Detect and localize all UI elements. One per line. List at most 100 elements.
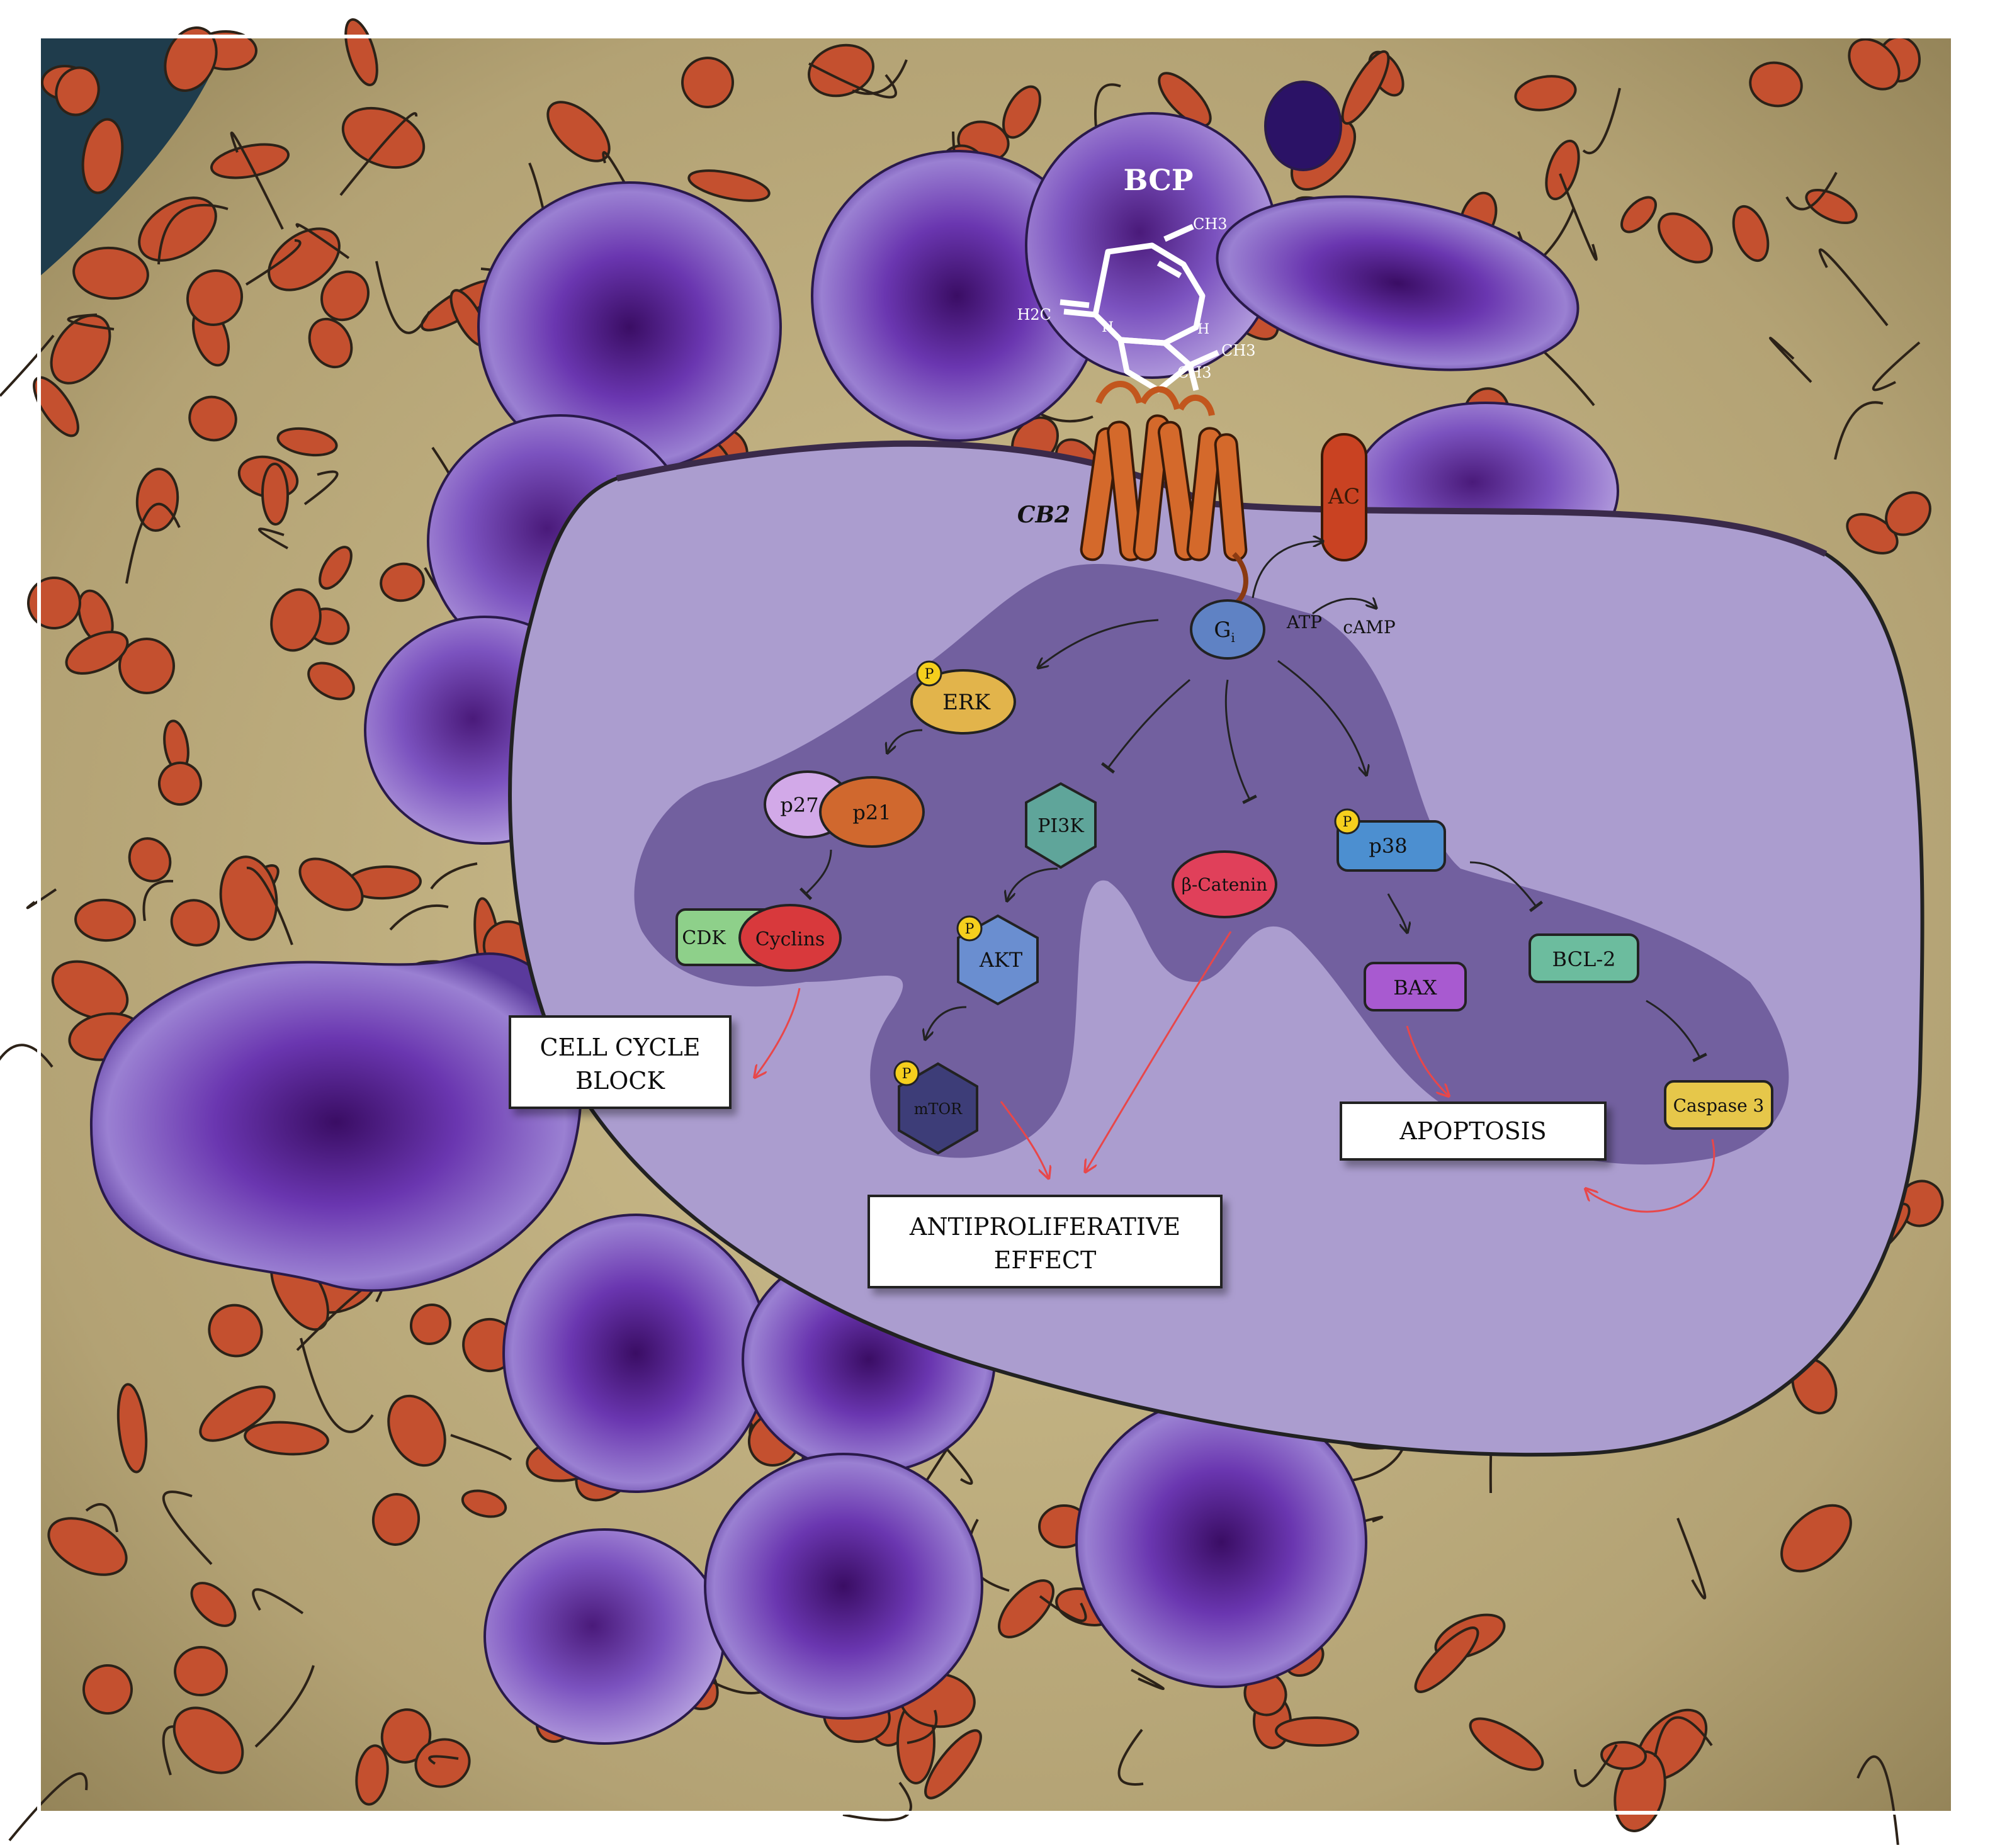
red-blood-cell [81,118,124,194]
phospho-mtor: P [893,1060,920,1086]
svg-text:BLOCK: BLOCK [575,1067,665,1095]
red-blood-cell [319,546,353,590]
stroma-fiber [125,502,181,584]
svg-text:β-Catenin: β-Catenin [1182,874,1268,895]
stroma-fiber [389,904,449,931]
red-blood-cell [380,562,425,602]
red-blood-cell [55,66,100,116]
red-blood-cell [1469,1717,1544,1771]
bcp-molecule [1060,223,1219,393]
stroma-fiber [852,59,908,95]
ch3-top-label: CH3 [1193,215,1228,233]
node-bcl2: BCL-2 [1529,933,1639,983]
phospho-p38: P [1334,808,1360,835]
red-blood-cell [387,1394,446,1467]
red-blood-cell [1158,72,1212,127]
ac-enzyme [1321,433,1367,561]
stroma-fiber [230,132,284,230]
stroma-fiber [252,1588,304,1614]
red-blood-cell [1545,139,1580,201]
red-blood-cell [1846,513,1899,555]
svg-text:APOPTOSIS: APOPTOSIS [1399,1117,1546,1145]
red-blood-cell [414,1738,471,1788]
red-blood-cell [158,762,202,806]
red-blood-cell [27,576,81,630]
stroma-fiber [1117,1728,1144,1786]
red-blood-cell [1749,61,1803,108]
node-caspase3: Caspase 3 [1664,1080,1773,1130]
svg-text:P: P [925,667,934,682]
phospho-tags: P P P P [893,660,1360,1086]
node-cyclins: Cyclins [738,904,842,972]
red-blood-cell [307,662,355,701]
node-beta-catenin: β-Catenin [1172,850,1277,918]
svg-text:ANTIPROLIFERATIVE: ANTIPROLIFERATIVE [909,1213,1180,1241]
red-blood-cell [174,1645,228,1697]
stroma-fiber [1769,337,1812,383]
red-blood-cell [681,56,734,109]
node-erk: ERK [910,669,1016,735]
red-blood-cell [72,246,149,300]
stroma-fiber [162,1490,213,1565]
red-blood-cell [118,638,175,694]
stroma-fiber [1559,173,1598,261]
stroma-fiber [67,313,115,330]
stroma-fiber [808,62,897,99]
red-blood-cell [308,317,353,369]
red-blood-cell [128,837,172,882]
red-blood-cell [409,1304,452,1345]
stroma-fiber [162,1725,174,1776]
stroma-fiber [1872,341,1921,392]
red-blood-cell [1414,1626,1479,1693]
red-blood-cell [47,1517,128,1576]
red-blood-cell [320,270,370,322]
svg-text:CELL CYCLE: CELL CYCLE [540,1034,701,1061]
red-blood-cell [276,427,338,457]
red-blood-cell [50,314,111,385]
stroma-fiber [1574,1744,1618,1788]
stroma-fiber [157,203,229,265]
red-blood-cell [461,1489,507,1518]
svg-text:p38: p38 [1369,834,1407,858]
red-blood-cell [1600,1740,1647,1771]
stroma-fiber [0,1044,54,1068]
node-p38: p38 [1337,820,1446,872]
red-blood-cell [164,26,218,92]
stroma-fiber [246,866,293,945]
stroma-fiber [1834,401,1884,460]
stroma-fiber [245,239,302,286]
red-blood-cell [208,1304,263,1358]
phospho-akt: P [956,915,983,942]
red-blood-cell [186,269,244,326]
svg-text:P: P [1343,814,1352,830]
red-blood-cell [687,169,771,202]
camp-label: cAMP [1343,617,1395,638]
red-blood-cell [1514,75,1577,111]
red-blood-cell [1658,212,1713,264]
stroma-fiber [0,334,55,397]
atp-label: ATP [1286,612,1322,633]
stroma-fiber [303,470,339,505]
h2c-label: H2C [1017,306,1051,324]
stroma-fiber [254,1665,315,1748]
red-blood-cell [1885,491,1931,536]
red-blood-cells [27,18,1944,1832]
red-blood-cell [1732,205,1770,262]
red-blood-cell [1341,50,1390,125]
stroma-fiber [1582,87,1621,155]
h-right-label: H [1197,322,1209,337]
stroma-fiber [1131,1669,1165,1691]
red-blood-cell [219,855,278,941]
red-blood-cell [116,1383,148,1473]
svg-text:ERK: ERK [942,690,990,715]
ch3-right-label: CH3 [1221,342,1256,359]
stroma-fiber [428,1755,459,1765]
cb2-label: CB2 [1017,502,1070,528]
cb2-receptor [1080,381,1248,607]
stroma-fiber [339,112,418,196]
ch3-bottom-label: CH3 [1177,364,1212,381]
stroma-fiber [1676,1518,1707,1600]
stroma-fiber [1857,1755,1899,1847]
stroma-fiber [295,223,350,259]
red-blood-cell [74,898,136,942]
